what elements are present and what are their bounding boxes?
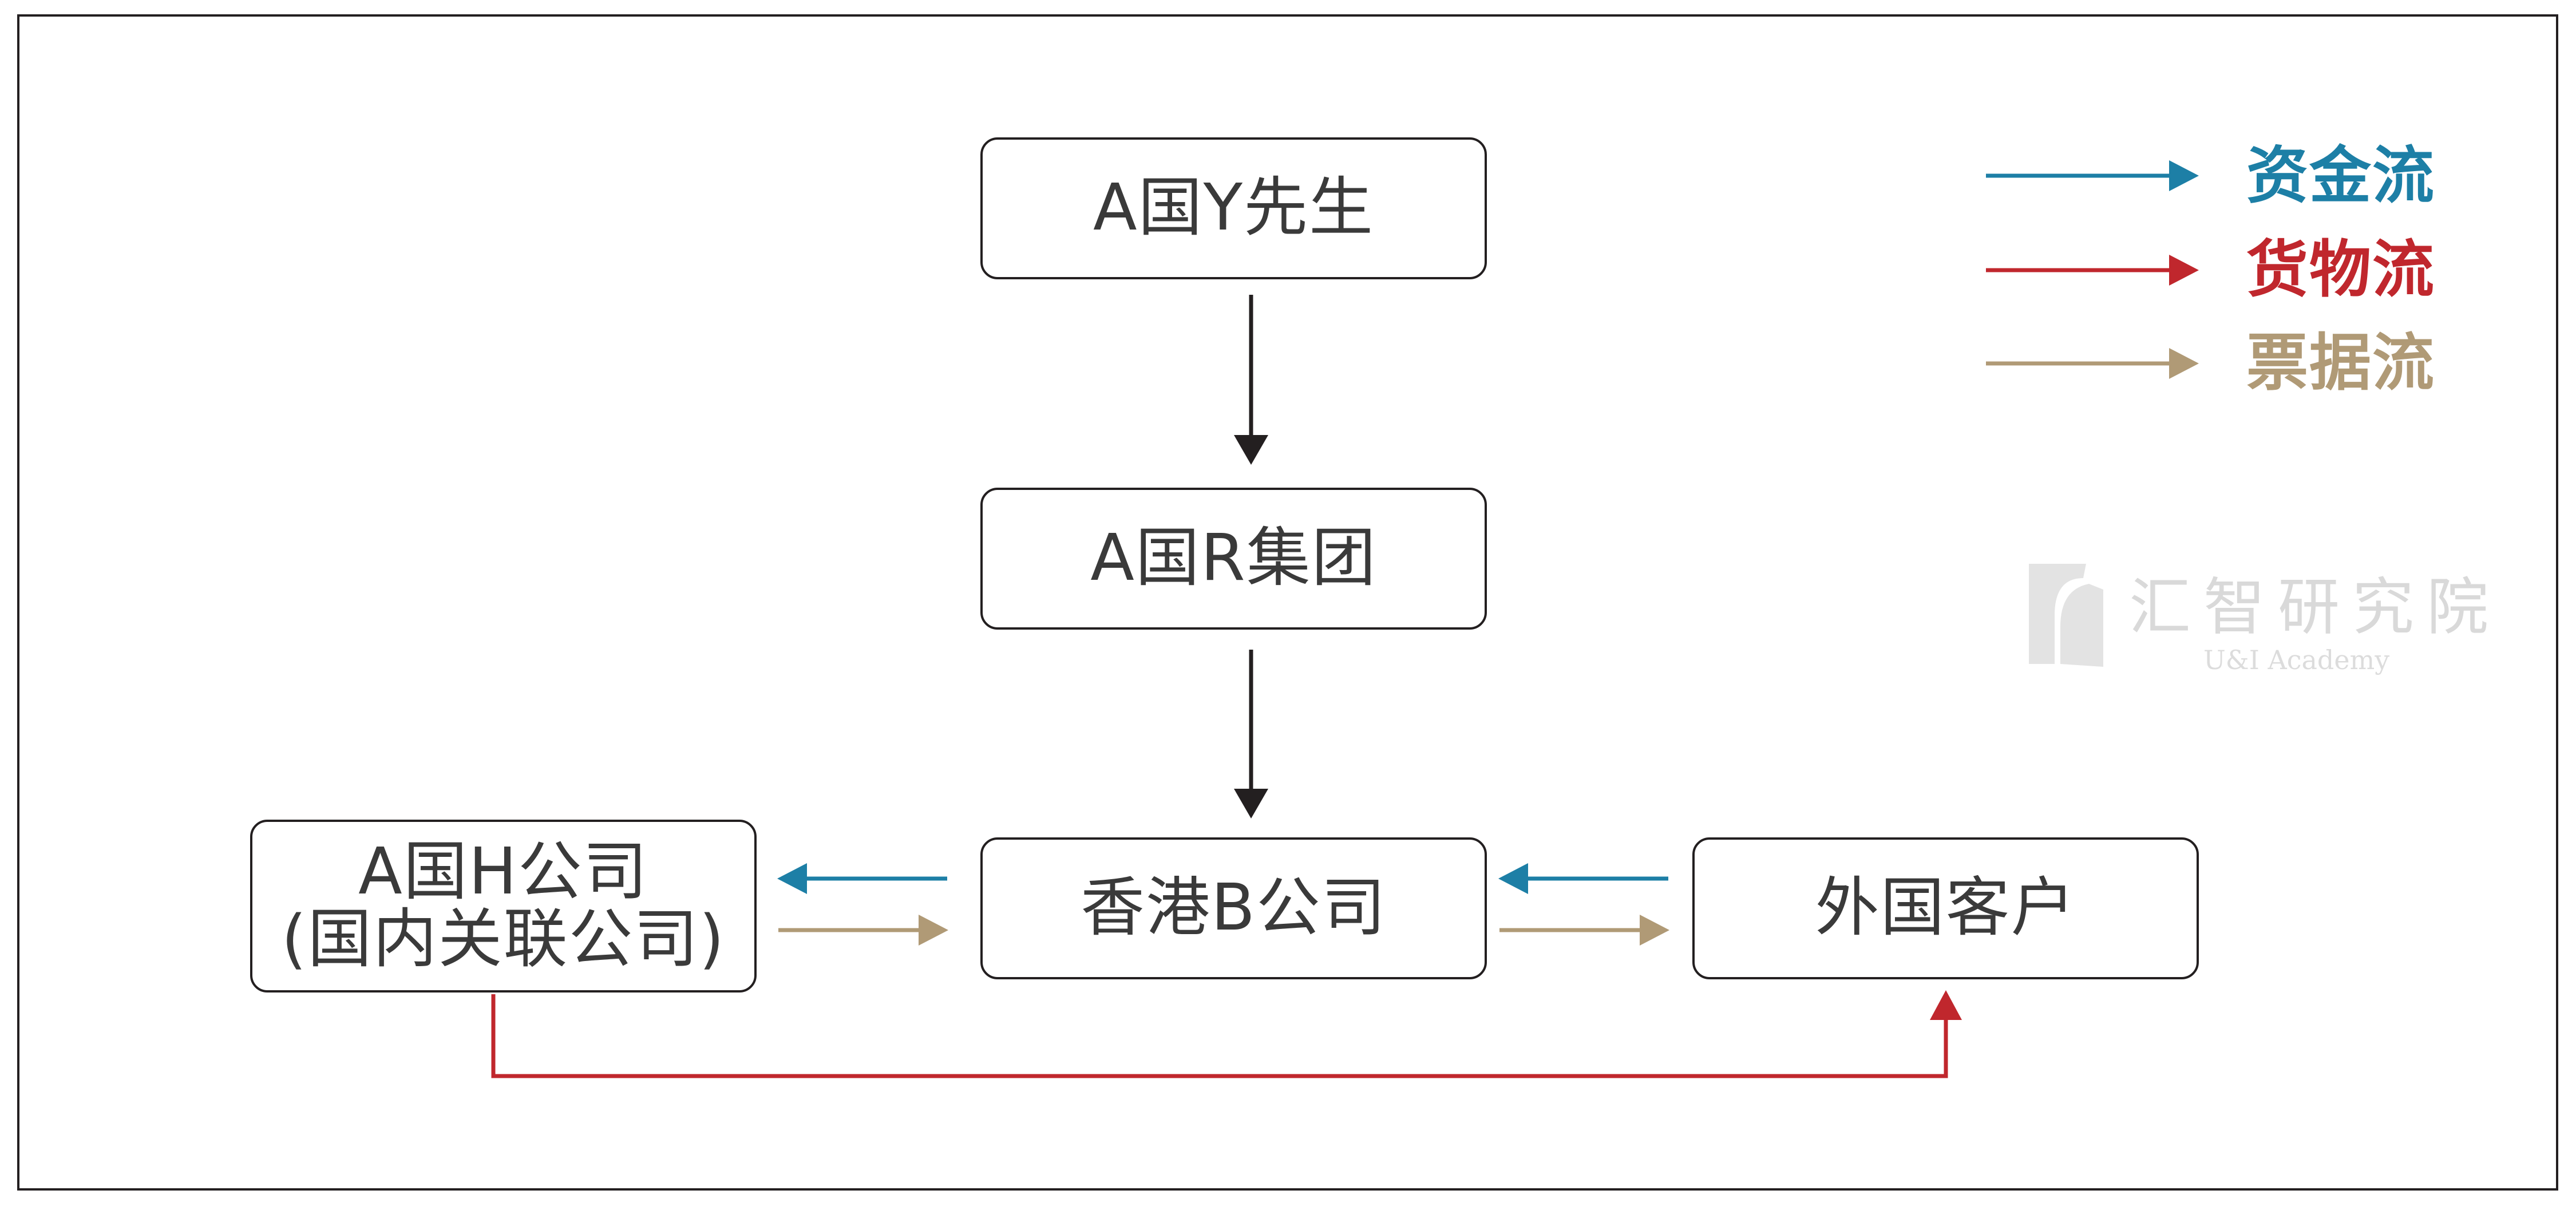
- diagram-frame: [17, 14, 2558, 1191]
- legend-invoice-arrowhead: [2169, 348, 2199, 379]
- node-r-group: A国R集团: [980, 488, 1487, 630]
- money-flow-arrowhead-b-to-h: [777, 863, 807, 894]
- legend-goods-label: 货物流: [2246, 234, 2436, 306]
- watermark-subtitle: U&I Academy: [2203, 644, 2390, 675]
- legend-goods-arrowhead: [2169, 255, 2199, 286]
- node-r-group-label: A国R集团: [1090, 521, 1377, 596]
- legend-money-label: 资金流: [2246, 140, 2436, 212]
- node-hk-b-label: 香港B公司: [1081, 871, 1387, 946]
- watermark-logo-icon: [2029, 564, 2103, 667]
- money-flow-arrowhead-customer-to-b: [1498, 863, 1528, 894]
- node-foreign-customer: 外国客户: [1692, 837, 2199, 979]
- ownership-arrowhead-r-to-b: [1234, 789, 1268, 818]
- ownership-arrowhead-y-to-r: [1234, 435, 1268, 465]
- legend-money-arrowhead: [2169, 160, 2199, 191]
- node-h-company: A国H公司 (国内关联公司): [250, 820, 757, 992]
- node-hk-b: 香港B公司: [980, 837, 1487, 979]
- node-foreign-customer-label: 外国客户: [1815, 871, 2076, 946]
- node-h-company-label-line2: (国内关联公司): [281, 902, 726, 976]
- watermark-title: 汇智研究院: [2129, 572, 2502, 643]
- goods-flow-h-to-customer: [491, 994, 1948, 1078]
- invoice-flow-arrowhead-b-to-customer: [1640, 915, 1669, 946]
- goods-flow-arrowhead-h-to-customer: [1930, 990, 1962, 1020]
- invoice-flow-arrowhead-h-to-b: [919, 915, 948, 946]
- node-mr-y-label: A国Y先生: [1093, 171, 1375, 246]
- node-mr-y: A国Y先生: [980, 137, 1487, 279]
- legend-invoice-label: 票据流: [2246, 327, 2436, 399]
- node-h-company-label-line1: A国H公司: [358, 835, 648, 910]
